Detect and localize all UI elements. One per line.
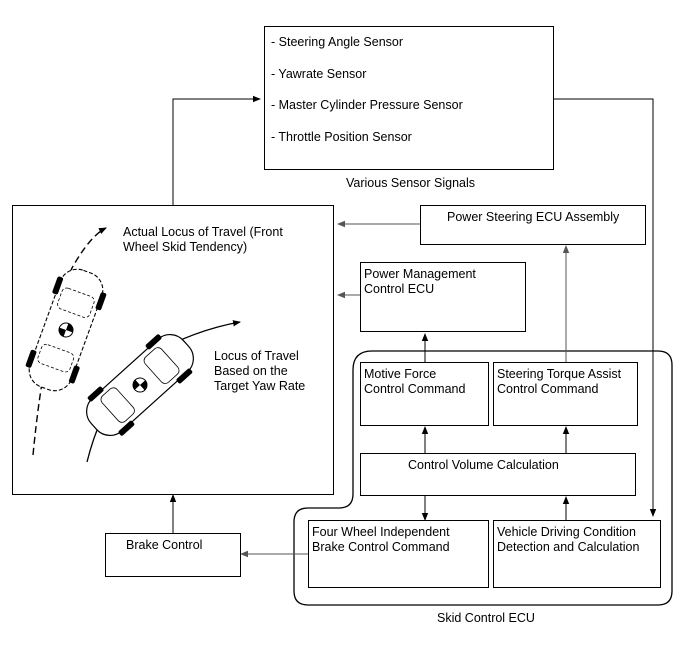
brake-control-label: Brake Control xyxy=(126,538,203,552)
vehicle-illustration xyxy=(25,227,241,463)
target-locus-label: Locus of Travel Based on the Target Yaw … xyxy=(214,349,306,393)
actual-locus-label: Actual Locus of Travel (Front Wheel Skid… xyxy=(123,225,283,254)
control-volume-calculation-box: Control Volume Calculation xyxy=(360,453,636,496)
arrow-main-to-sensors xyxy=(172,95,261,205)
brake-control-box: Brake Control xyxy=(105,533,241,577)
skidding-car-icon xyxy=(25,268,107,392)
sensor-box: - Steering Angle Sensor - Yawrate Sensor… xyxy=(264,26,554,170)
sensor-item-master-cylinder: - Master Cylinder Pressure Sensor xyxy=(271,98,463,112)
power-management-ecu-box: Power Management Control ECU xyxy=(360,262,526,332)
power-steering-ecu-box: Power Steering ECU Assembly xyxy=(420,205,646,245)
power-steering-ecu-label: Power Steering ECU Assembly xyxy=(447,210,620,224)
vehicle-driving-condition-label: Vehicle Driving Condition Detection and … xyxy=(497,525,640,554)
four-wheel-brake-command-box: Four Wheel Independent Brake Control Com… xyxy=(308,520,489,588)
four-wheel-brake-command-label: Four Wheel Independent Brake Control Com… xyxy=(312,525,450,554)
sensor-item-yawrate: - Yawrate Sensor xyxy=(271,67,367,81)
skid-control-ecu-outline xyxy=(293,350,673,606)
control-volume-calculation-label: Control Volume Calculation xyxy=(408,458,559,472)
steering-torque-command-label: Steering Torque Assist Control Command xyxy=(497,367,622,396)
sensor-signals-caption: Various Sensor Signals xyxy=(346,176,476,190)
vehicle-illustration-box xyxy=(12,205,334,495)
sensor-item-throttle-position: - Throttle Position Sensor xyxy=(271,130,412,144)
power-management-ecu-label: Power Management Control ECU xyxy=(364,267,476,296)
sensor-item-steering-angle: - Steering Angle Sensor xyxy=(271,35,404,49)
motive-force-command-box: Motive Force Control Command xyxy=(360,362,489,426)
arrow-sensors-to-vehicle-driving xyxy=(553,98,657,517)
target-car-icon xyxy=(86,333,194,437)
vehicle-driving-condition-box: Vehicle Driving Condition Detection and … xyxy=(493,520,661,588)
motive-force-command-label: Motive Force Control Command xyxy=(364,367,466,396)
steering-torque-command-box: Steering Torque Assist Control Command xyxy=(493,362,638,426)
skid-control-ecu-caption: Skid Control ECU xyxy=(437,611,535,625)
